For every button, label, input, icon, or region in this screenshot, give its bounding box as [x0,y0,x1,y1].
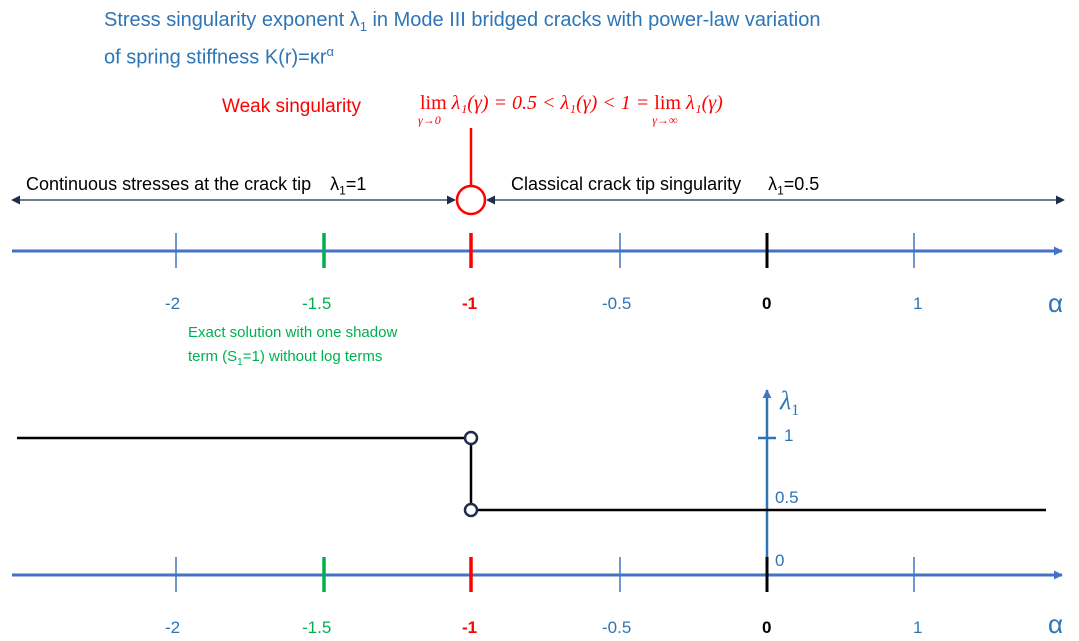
top-tick-label-neg1-5: -1.5 [302,294,332,313]
top-tick-label-1: 1 [913,294,923,313]
exact-solution-line-2: term (S1=1) without log terms [188,348,383,368]
exact-solution-line-1: Exact solution with one shadow [188,324,398,341]
top-tick-label-neg0-5: -0.5 [602,294,632,313]
weak-singularity-formula: lim γ→0 λ₁(γ) = 0.5 < λ₁(γ) < 1 = lim γ→… [418,92,723,127]
weak-singularity-circle [455,184,487,216]
plot-open-point-lower [463,502,479,518]
top-tick-label-0: 0 [762,294,772,313]
title-line-2: of spring stiffness K(r)=κrα [104,44,334,69]
top-axis-alpha-label: α [1048,288,1064,318]
top-tick-label-neg1: -1 [462,294,478,313]
plot-y-tick-0-5: 0.5 [775,488,799,507]
bottom-tick-label-0: 0 [762,618,772,637]
bottom-tick-label-neg1-5: -1.5 [302,618,332,637]
weak-singularity-label: Weak singularity [222,96,362,117]
region-right-label: Classical crack tip singularity λ1=0.5 [511,174,820,198]
bottom-tick-label-neg0-5: -0.5 [602,618,632,637]
plot-y-tick-1: 1 [784,426,794,445]
bottom-tick-label-neg1: -1 [462,618,478,637]
region-left-label: Continuous stresses at the crack tip λ1=… [26,174,367,198]
bottom-tick-label-neg2: -2 [165,618,181,637]
bottom-tick-label-1: 1 [913,618,923,637]
plot-y-axis-label: λ1 [780,386,800,420]
plot-open-point-upper [463,430,479,446]
plot-y-tick-0: 0 [775,551,785,570]
top-tick-label-neg2: -2 [165,294,181,313]
title-line-1: Stress singularity exponent λ1 in Mode I… [104,9,821,34]
bottom-axis-alpha-label: α [1048,609,1064,639]
